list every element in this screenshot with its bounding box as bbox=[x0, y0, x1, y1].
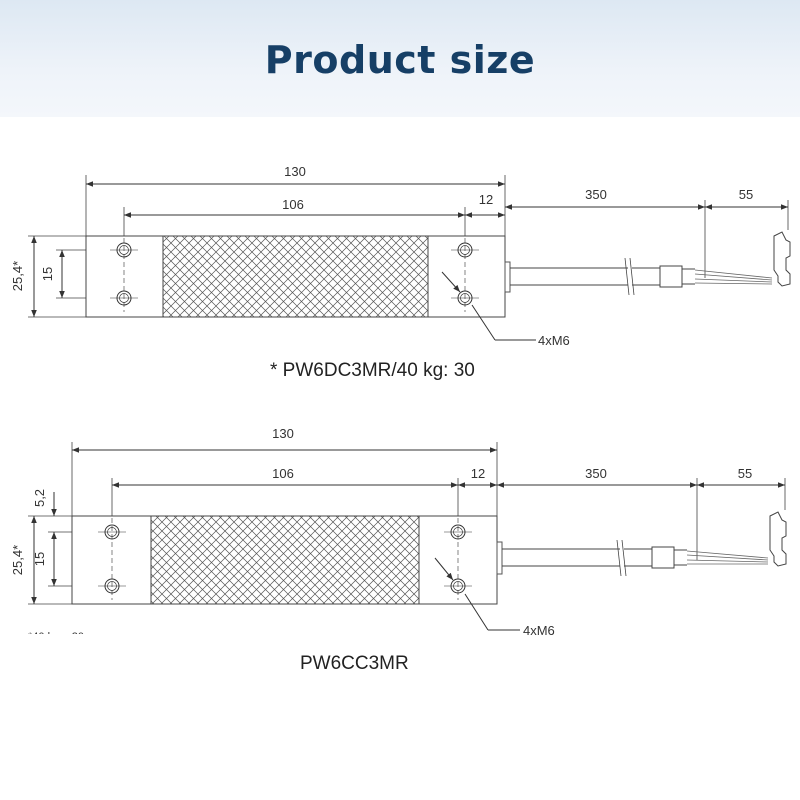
thread-label: 4xM6 bbox=[523, 623, 555, 638]
dim-end: 12 bbox=[471, 466, 485, 481]
dim-lead: 55 bbox=[738, 466, 752, 481]
dim-end: 12 bbox=[479, 192, 493, 207]
dim-cable: 350 bbox=[585, 466, 607, 481]
dim-hole-pitch: 15 bbox=[32, 552, 47, 566]
page-title: Product size bbox=[264, 38, 536, 82]
strain-area-hatch bbox=[162, 235, 429, 318]
dim-cable: 350 bbox=[585, 187, 607, 202]
dim-height: 25,4* bbox=[10, 545, 25, 575]
drawing-2 bbox=[28, 442, 787, 631]
dim-hole-offset: 5,2 bbox=[32, 489, 47, 507]
dim-inner: 106 bbox=[272, 466, 294, 481]
dim-inner: 106 bbox=[282, 197, 304, 212]
drawing-1-labels: 130 106 12 350 55 25,4* 15 4xM6 bbox=[10, 164, 753, 348]
caption-pw6cc3mr: PW6CC3MR bbox=[300, 653, 409, 674]
dim-total: 130 bbox=[272, 426, 294, 441]
mount-holes bbox=[98, 518, 472, 600]
dim-lead: 55 bbox=[739, 187, 753, 202]
dim-total: 130 bbox=[284, 164, 306, 179]
thread-label: 4xM6 bbox=[538, 333, 570, 348]
dim-hole-pitch: 15 bbox=[40, 267, 55, 281]
drawing-1 bbox=[28, 175, 791, 341]
dim-height: 25,4* bbox=[10, 261, 25, 291]
page-header: Product size bbox=[0, 0, 800, 117]
caption-pw6dc3mr: * PW6DC3MR/40 kg: 30 bbox=[270, 360, 475, 381]
mount-holes bbox=[110, 238, 479, 312]
strain-area-hatch bbox=[150, 515, 420, 605]
